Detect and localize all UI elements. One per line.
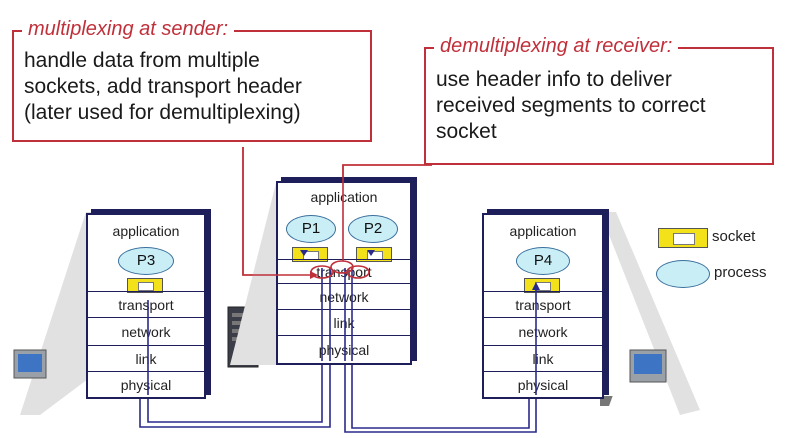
middle-layer-transport: transport: [278, 259, 410, 284]
client-computer-left-icon: [13, 212, 100, 415]
middle-application-label: application: [310, 189, 378, 205]
process-p3: P3: [118, 247, 174, 275]
sender-callout: multiplexing at sender: handle data from…: [12, 18, 372, 142]
middle-layer-link: link: [278, 309, 410, 336]
sender-line-2: sockets, add transport header: [24, 75, 302, 98]
middle-layer-network: network: [278, 283, 410, 310]
left-layer-network: network: [88, 317, 204, 346]
middle-layer-physical: physical: [278, 335, 410, 364]
right-host-stack: application P4 transport network link ph…: [482, 213, 604, 399]
middle-host-stack: application P1 P2 transport network link…: [276, 181, 412, 365]
legend-process-label: process: [714, 264, 767, 281]
receiver-callout-title: demultiplexing at receiver:: [434, 35, 679, 58]
legend-socket-label: socket: [712, 228, 756, 245]
right-layer-physical: physical: [484, 371, 602, 398]
right-application-label: application: [509, 223, 577, 239]
sender-line-3: (later used for demultiplexing): [24, 101, 301, 124]
middle-stack-shadow: [230, 183, 276, 365]
process-p1: P1: [286, 215, 336, 243]
process-p2: P2: [348, 215, 398, 243]
process-p4: P4: [516, 247, 570, 275]
left-layer-link: link: [88, 345, 204, 372]
receiver-callout: demultiplexing at receiver: use header i…: [424, 35, 774, 165]
right-layer-network: network: [484, 317, 602, 346]
receiver-line-2: received segments to correct: [436, 94, 706, 117]
left-host-stack: application P3 transport network link ph…: [86, 213, 206, 399]
sender-callout-title: multiplexing at sender:: [22, 18, 235, 41]
sender-line-1: handle data from multiple: [24, 49, 260, 72]
right-layer-transport: transport: [484, 291, 602, 318]
right-socket-icon: [524, 278, 560, 293]
receiver-line-1: use header info to deliver: [436, 68, 672, 91]
right-layer-link: link: [484, 345, 602, 372]
left-socket-icon: [127, 278, 163, 293]
legend-process-icon: [656, 260, 710, 288]
left-layer-transport: transport: [88, 291, 204, 318]
legend-socket-icon: [658, 228, 708, 248]
left-application-label: application: [112, 223, 180, 239]
receiver-line-3: socket: [436, 120, 497, 143]
left-layer-physical: physical: [88, 371, 204, 398]
